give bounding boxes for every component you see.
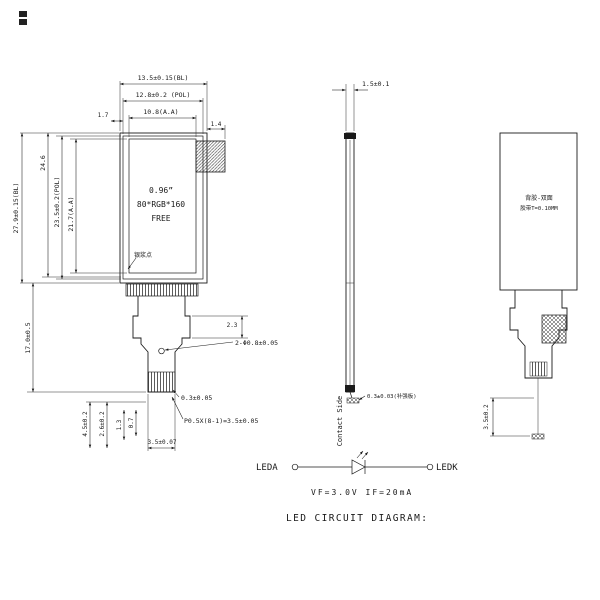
dim-holes: 2-Φ0.8±0.05 <box>235 339 278 347</box>
back-outline <box>499 132 578 291</box>
side-fpc-tail <box>349 391 353 399</box>
dim-2-3: 2.3 <box>227 322 238 329</box>
dim-0-3: 0.3±0.05 <box>181 394 212 402</box>
back-tail-end <box>531 433 545 440</box>
adhesive-label-line1: 背胶-双面 <box>525 194 553 202</box>
side-top-cap <box>344 133 356 139</box>
dim-1-7: 1.7 <box>98 112 109 119</box>
back-connector <box>529 361 548 377</box>
back-fpc-outline <box>509 290 568 379</box>
front-hole <box>158 347 165 355</box>
led-emission-arrow-2 <box>361 451 369 460</box>
panel-resolution-label: 80*RGB*160 <box>137 200 185 209</box>
dim-fpc-length: 17.0±0.5 <box>24 322 32 353</box>
dim-pitch: P0.5X(8-1)=3.5±0.05 <box>184 417 258 425</box>
front-view: 13.5±0.15(BL) 12.8±0.2 (POL) 10.8(A.A) 1… <box>12 74 278 451</box>
adhesive-label-line2: 胶带T=0.10MM <box>520 204 558 212</box>
side-bottom-cap <box>345 385 355 392</box>
dim-width-bl: 13.5±0.15(BL) <box>138 74 189 82</box>
panel-note-label: FREE <box>151 214 170 223</box>
dim-0-7: 0.7 <box>128 417 135 428</box>
side-extension-lines <box>345 84 355 131</box>
back-stiffener-hatch <box>541 314 567 344</box>
led-emission-arrow-1 <box>356 450 364 459</box>
back-view: 背胶-双面 胶带T=0.10MM 3.5±0.2 <box>483 132 578 440</box>
dim-1-3: 1.3 <box>116 419 123 430</box>
corner-mark <box>19 11 27 25</box>
front-bl-outline <box>119 132 208 284</box>
dim-2-6: 2.6±0.2 <box>99 411 106 437</box>
front-fpc-pins <box>147 371 176 393</box>
front-pol-outline <box>122 135 204 280</box>
dim-3-5-pins: 3.5±0.07 <box>148 439 177 446</box>
dim-4-5: 4.5±0.2 <box>82 411 89 437</box>
stiffener-note: 0.3±0.03(补强板) <box>367 392 417 400</box>
side-view: 1.5±0.1 0.3±0.03(补强板) Contact Side <box>332 80 417 446</box>
dim-24-6: 24.6 <box>39 155 47 171</box>
dim-height-aa: 21.7(A.A) <box>67 196 75 231</box>
front-ledge-hatch <box>195 140 226 173</box>
contact-side-label: Contact Side <box>336 396 344 447</box>
anode-terminal <box>291 463 299 471</box>
corner-mark-bottom <box>19 19 27 25</box>
front-aa-outline <box>128 138 197 274</box>
led-spec-label: VF=3.0V IF=20mA <box>311 488 413 497</box>
stiffener-leader <box>358 395 366 401</box>
dim-1-4: 1.4 <box>211 121 222 128</box>
led-anode-label: LEDA <box>256 463 278 473</box>
panel-size-label: 0.96” <box>149 186 173 195</box>
circuit-diagram-title: LED CIRCUIT DIAGRAM: <box>286 513 428 524</box>
back-extension-lines <box>490 397 534 437</box>
dim-width-aa: 10.8(A.A) <box>143 108 178 116</box>
corner-mark-top <box>19 11 27 17</box>
dim-width-pol: 12.8±0.2 (POL) <box>136 91 191 99</box>
side-stiffener <box>346 397 360 404</box>
back-dim-3-5: 3.5±0.2 <box>483 404 490 430</box>
front-dimension-lines <box>20 82 244 450</box>
front-extension-lines <box>20 81 248 451</box>
silver-dot-label: 银浆点 <box>134 251 152 259</box>
dim-thickness: 1.5±0.1 <box>362 80 389 88</box>
led-diode-symbol <box>351 459 366 475</box>
dim-height-bl: 27.9±0.15(BL) <box>12 183 20 234</box>
led-circuit: LEDA LEDK VF=3.0V IF=20mA LED CIRCUIT DI… <box>256 450 458 524</box>
cathode-terminal <box>426 463 434 471</box>
front-contact-band <box>125 283 199 297</box>
dim-height-pol: 23.5±0.2(POL) <box>53 177 61 228</box>
led-cathode-label: LEDK <box>436 463 458 473</box>
